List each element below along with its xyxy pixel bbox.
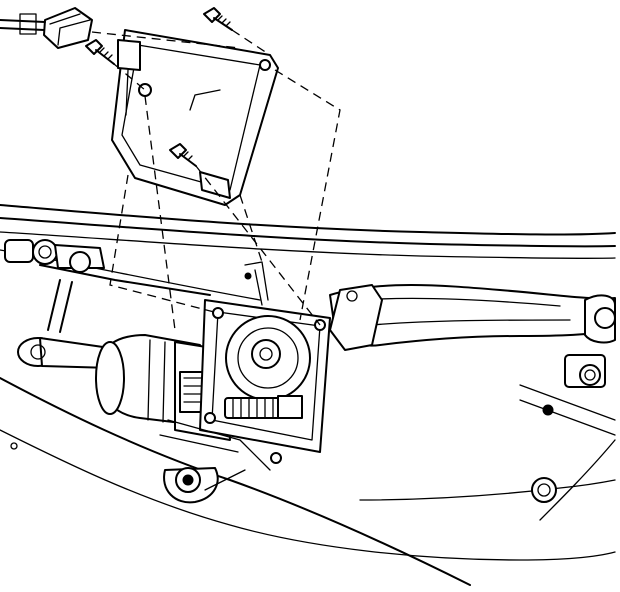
worm-gear — [224, 395, 303, 419]
module-screw-top — [203, 7, 233, 31]
left-pivot — [4, 239, 211, 333]
gearbox-cover — [159, 261, 331, 471]
lower-right-grommet — [531, 477, 557, 503]
module-screw-left — [85, 39, 115, 65]
cowl-panel — [0, 204, 616, 586]
module-screw-center — [169, 143, 197, 167]
wiper-linkage — [329, 284, 616, 503]
electrical-connector — [0, 7, 93, 49]
alignment-lines — [91, 29, 341, 331]
crank-arm — [17, 337, 113, 369]
control-module — [111, 29, 279, 206]
mounting-grommet — [163, 467, 246, 504]
gearbox-screw-holes — [204, 307, 326, 464]
right-pivot — [519, 294, 616, 436]
